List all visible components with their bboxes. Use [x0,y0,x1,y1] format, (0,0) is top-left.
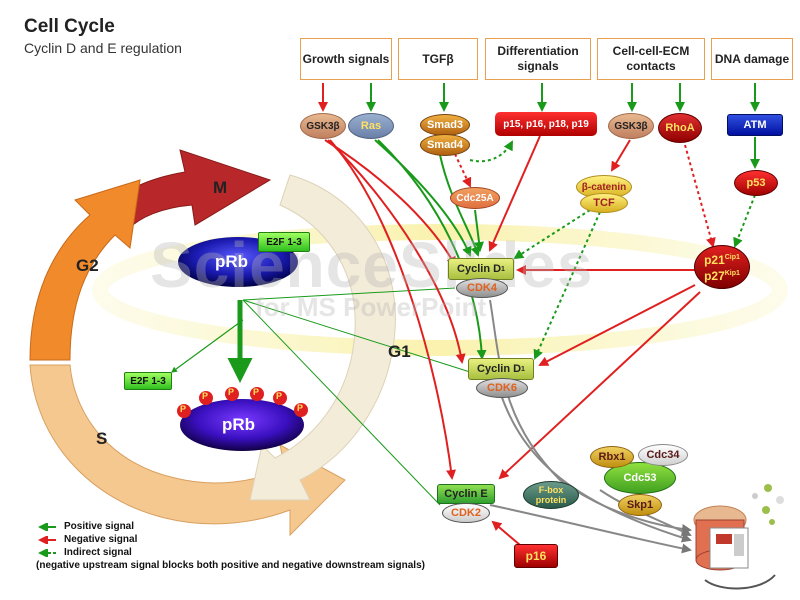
ras-to-cycd-arrow [374,139,472,257]
g2-phase-arrow [29,179,141,361]
cdk6-to-prb-line [242,299,471,373]
legend: Positive signal Negative signal Indirect… [36,520,425,572]
orbit-ring [92,224,788,356]
smad-to-cdc25a-indirect [454,153,472,188]
prb-bottom-label: pRb [222,415,256,434]
p16-node: p16 [514,544,558,568]
prb-to-e2f-arrow [171,319,244,373]
p27-sup: Kip1 [724,270,740,277]
cdk4-node: CDK4 [456,278,508,298]
proteasome-icon [693,484,784,590]
p53-node: p53 [734,170,778,196]
legend-indirect: Indirect signal [64,547,132,558]
cdc25a-to-cycd-arrow [474,209,484,252]
page-subtitle: Cyclin D and E regulation [24,40,182,56]
cyclind1-b-sub: 1 [521,365,525,373]
phase-g1-label: G1 [388,342,411,361]
smad3-node: Smad3 [420,114,470,136]
phase-s-label: S [96,429,108,448]
skp1-node: Skp1 [618,494,662,516]
tcf-to-cycd2-indirect [533,211,601,360]
cdk2-to-proteasome [489,504,692,554]
gsk3b-to-cycd2-arrow [327,139,466,364]
cdk2-node: CDK2 [442,503,490,523]
gsk3b-node-2: GSK3β [608,113,654,139]
phospho-label: P [297,403,304,413]
signal-dna-damage: DNA damage [711,38,793,80]
phospho-label: P [253,387,260,397]
fbox-node: F-box protein [523,481,579,509]
cdk2-to-prb-line [242,299,441,506]
atm-node: ATM [727,114,783,136]
gsk3b-to-cyce-arrow [329,139,456,480]
smad-to-p15-indirect [469,140,513,163]
phospho-label: P [228,387,235,397]
watermark-line1: ScienceSlides [150,229,594,301]
gsk3b-node-1: GSK3β [300,113,346,139]
signal-ecm: Cell-cell-ECM contacts [597,38,705,80]
signal-tgfb: TGFβ [398,38,478,80]
p16-to-cdk2-arrow [491,520,521,546]
rbx1-node: Rbx1 [590,446,634,468]
signal-growth: Growth signals [300,38,392,80]
p53-to-p21-indirect [733,194,756,248]
legend-negative: Negative signal [64,534,138,545]
cdc34-node: Cdc34 [638,444,688,466]
rhoa-node: RhoA [658,113,702,143]
rhoa-to-p21-indirect [684,144,716,248]
cyclind1-a-sub: 1 [501,265,505,273]
gsk3b-to-cycd-arrow [324,139,456,267]
legend-note: (negative upstream signal blocks both po… [36,560,425,571]
tcf-to-cycd-indirect [513,209,591,260]
smad-to-cycd-arrow [439,154,481,257]
phospho-group [177,387,308,418]
g1-phase-arrow [249,174,396,501]
p15-to-cycd-arrow [488,135,541,252]
ras-to-cycd2-arrow [377,139,487,360]
p21-label: p21 [704,253,725,267]
p21-sup: Cip1 [724,254,740,261]
p21-to-cycd2-arrow [538,284,696,366]
cdk6-node: CDK6 [476,378,528,398]
phase-g2-label: G2 [76,256,99,275]
prb-bottom-shape [180,399,304,451]
cyclind1-b-label: Cyclin D [477,363,522,375]
e2f-free-node: E2F 1-3 [124,372,172,390]
p27-label: p27 [704,269,725,283]
gsk3b2-to-bcatenin-arrow [610,139,631,172]
cdk6-to-proteasome [499,391,692,543]
phospho-label: P [276,391,283,401]
p15-node: p15, p16, p18, p19 [495,112,597,136]
page-title: Cell Cycle [24,16,115,37]
watermark-line2: for MS PowerPoint [255,292,487,322]
cdc25a-node: Cdc25A [450,187,500,209]
p21-p27-node: p21Cip1 p27Kip1 [694,245,750,289]
legend-positive: Positive signal [64,521,135,532]
phase-m-label: M [213,178,228,197]
ras-node: Ras [348,113,394,139]
smad4-node: Smad4 [420,134,470,156]
cdk4-to-prb-line [242,287,456,301]
cyclind1-a-label: Cyclin D [457,263,502,275]
phospho-label: P [202,391,209,401]
cycline-node: Cyclin E [437,484,495,504]
e2f-bound-node: E2F 1-3 [258,232,310,252]
signal-differentiation: Differentiation signals [485,38,591,80]
prb-top-label: pRb [215,252,249,271]
phospho-label: P [180,404,187,414]
tcf-node: TCF [580,193,628,213]
